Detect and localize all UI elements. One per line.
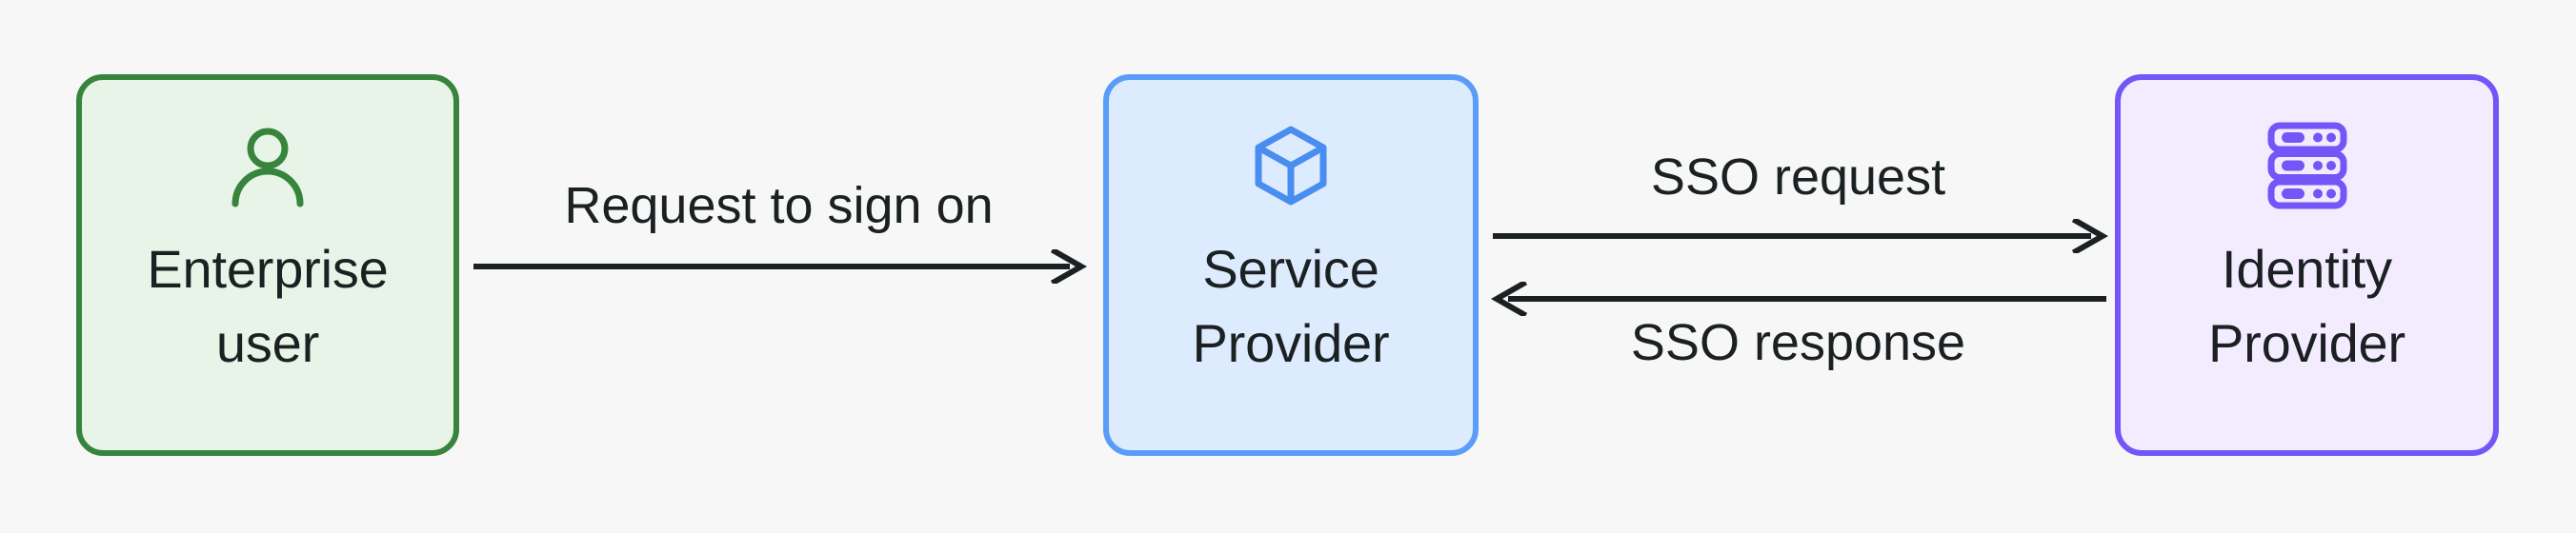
user-icon [222,120,313,211]
edge-label-sso-request: SSO request [1650,148,1946,206]
node-enterprise-user-label: Enterprise user [147,239,389,373]
node-identity-provider-label: Identity Provider [2208,239,2405,373]
edge-arrow-request-to-sign-on [473,249,1087,284]
edge-label-request-to-sign-on: Request to sign on [564,177,994,234]
node-service-provider-label: Service Provider [1192,239,1390,373]
cube-icon [1245,120,1337,211]
edge-label-sso-response: SSO response [1630,314,1966,371]
node-service-provider[interactable]: Service Provider [1103,74,1479,456]
node-identity-provider[interactable]: Identity Provider [2115,74,2499,456]
edge-arrow-sso-request [1493,219,2108,253]
edge-arrow-sso-response [1491,282,2106,316]
server-rack-icon [2262,120,2353,211]
node-enterprise-user[interactable]: Enterprise user [76,74,459,456]
